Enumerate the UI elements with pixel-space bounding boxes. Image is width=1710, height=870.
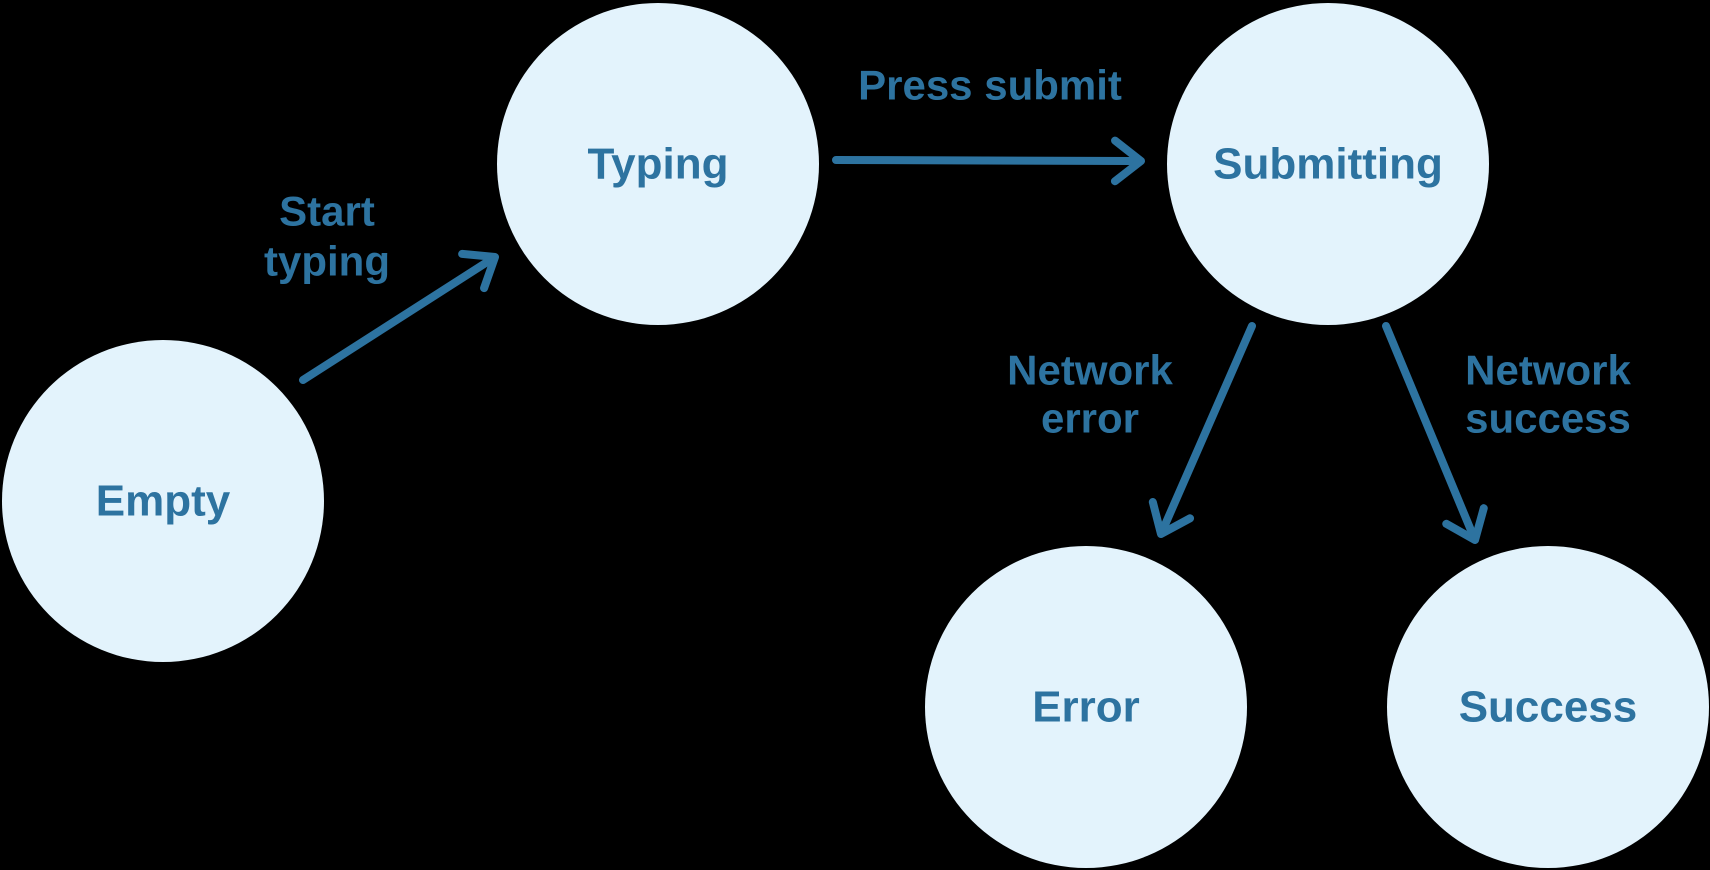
transition-arrowhead-press-submit	[1110, 136, 1145, 186]
state-label-success: Success	[1459, 683, 1638, 732]
state-circle-typing	[497, 3, 819, 325]
state-label-empty: Empty	[96, 477, 231, 526]
state-circle-empty	[2, 340, 324, 662]
state-circle-success	[1387, 546, 1709, 868]
state-label-typing: Typing	[588, 140, 729, 189]
transition-line-start-typing	[299, 258, 491, 384]
transition-line-network-error	[1161, 322, 1256, 529]
transition-press-submit: Press submit	[832, 62, 1145, 186]
state-label-submitting: Submitting	[1213, 140, 1443, 189]
transition-label-start-typing-line2: typing	[264, 238, 390, 285]
transition-label-start-typing-line1: Start	[279, 188, 375, 235]
transition-line-press-submit	[832, 156, 1135, 165]
transition-arrowhead-network-success	[1442, 504, 1488, 544]
transition-label-network-success-line2: success	[1465, 395, 1631, 442]
transition-label-network-error-line2: error	[1041, 395, 1139, 442]
state-label-error: Error	[1032, 683, 1140, 732]
state-node-typing: Typing	[497, 3, 819, 325]
transition-label-press-submit-line1: Press submit	[858, 62, 1122, 109]
transition-label-network-success-line1: Network	[1465, 347, 1631, 394]
state-circle-submitting	[1167, 3, 1489, 325]
state-node-submitting: Submitting	[1167, 3, 1489, 325]
transition-arrowhead-network-error	[1148, 498, 1195, 538]
state-node-error: Error	[925, 546, 1247, 868]
transition-label-network-error-line1: Network	[1007, 347, 1173, 394]
transition-arrowhead-start-typing	[458, 249, 499, 293]
transition-line-network-success	[1382, 322, 1476, 535]
state-node-success: Success	[1387, 546, 1709, 868]
state-node-empty: Empty	[2, 340, 324, 662]
state-circle-error	[925, 546, 1247, 868]
